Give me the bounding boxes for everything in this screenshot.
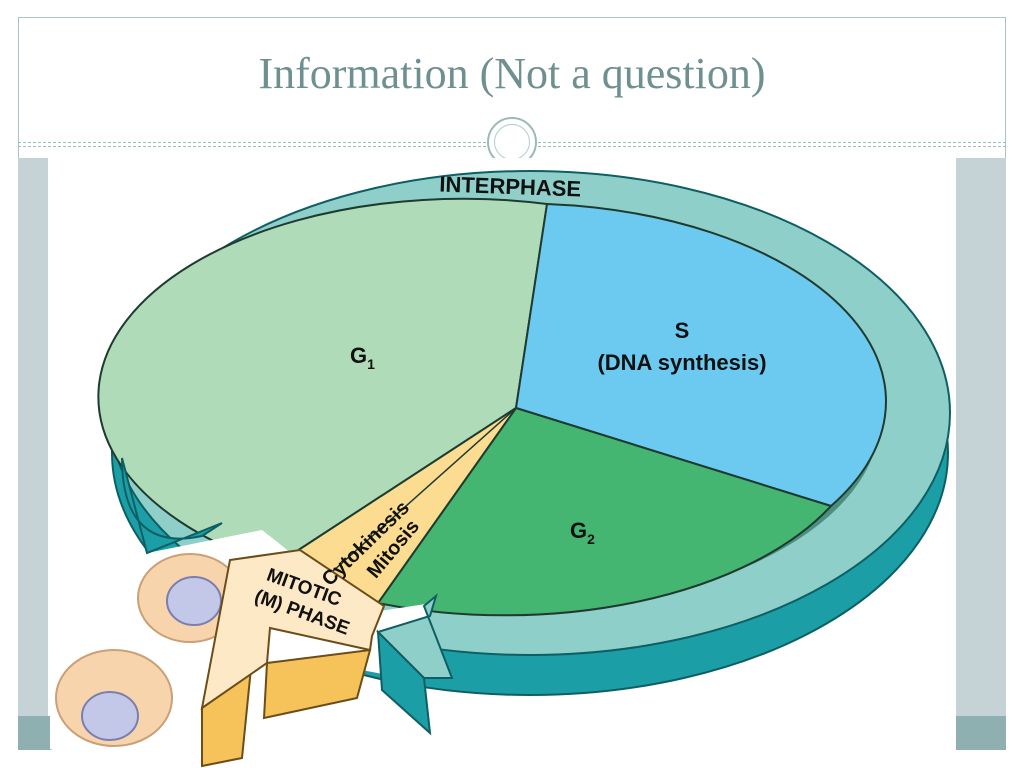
interphase-label: INTERPHASE	[439, 172, 582, 202]
sector-g1	[97, 197, 549, 568]
title-ornament-inner-circle	[494, 124, 530, 160]
g2-label: G2	[570, 518, 595, 547]
right-accent-bar	[956, 158, 1006, 716]
slide-title: Information (Not a question)	[258, 49, 766, 98]
m-phase-arrow-tail	[262, 648, 372, 720]
sector-s	[514, 202, 887, 508]
g1-label-subscript: 1	[367, 356, 375, 372]
s-label: S	[675, 318, 690, 343]
right-footer-block	[956, 716, 1006, 750]
ring-end-left	[121, 457, 223, 555]
g1-label-text: G	[350, 343, 367, 368]
cytokinesis-divider	[313, 407, 517, 589]
cell-cycle-diagram: INTERPHASE G1 S (DNA synthesis) G2 Cytok…	[52, 158, 956, 768]
g2-label-text: G	[570, 518, 587, 543]
left-footer-block	[18, 716, 50, 750]
sector-g2	[376, 406, 833, 617]
g2-label-subscript: 2	[587, 531, 595, 547]
s-sublabel: (DNA synthesis)	[597, 350, 766, 375]
m-phase-arrow	[200, 548, 386, 711]
cell-lower	[55, 649, 173, 747]
left-accent-bar	[18, 158, 48, 716]
ring-arrowhead-side	[376, 629, 432, 736]
g1-label: G1	[350, 343, 375, 372]
cell-upper	[137, 553, 243, 643]
